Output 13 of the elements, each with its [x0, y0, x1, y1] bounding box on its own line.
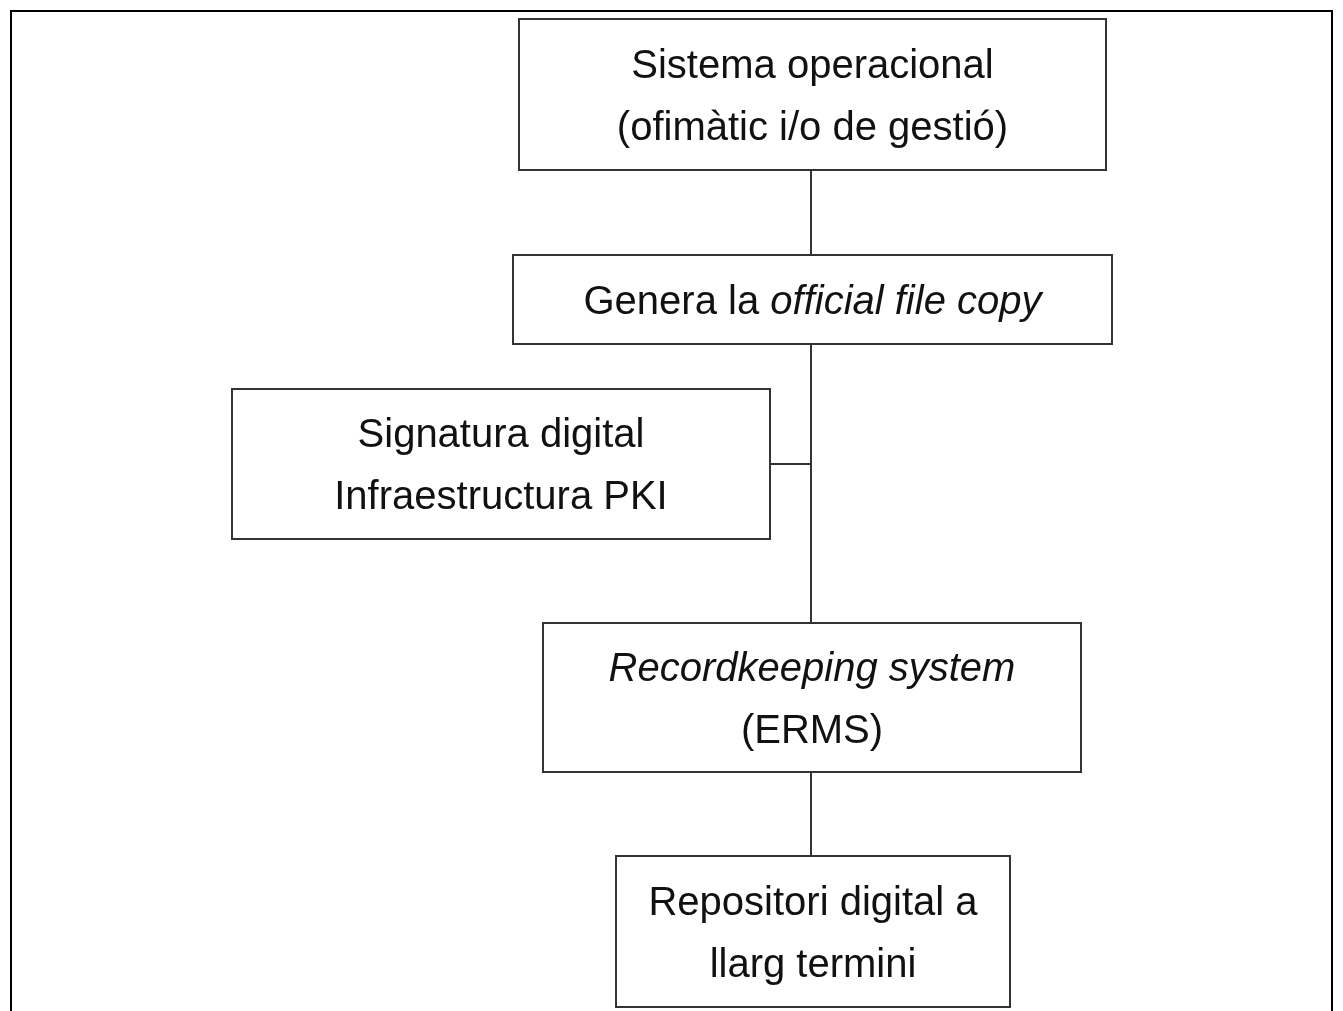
box-label: Genera la official file copy [582, 276, 1045, 324]
process-box [231, 388, 771, 540]
box-label: Signatura digital Infraestructura PKI [333, 410, 669, 519]
process-box [615, 855, 1011, 1008]
process-box [512, 254, 1113, 345]
connector-line [770, 463, 812, 623]
connector-line [810, 772, 812, 856]
process-box [518, 18, 1107, 171]
process-box [542, 622, 1082, 773]
box-label: Recordkeeping system (ERMS) [607, 643, 1017, 753]
connector-line [810, 170, 812, 255]
box-label: Sistema operacional (ofimàtic i/o de gestió) [615, 40, 1010, 150]
box-label: Repositori digital a llarg termini [647, 877, 979, 987]
